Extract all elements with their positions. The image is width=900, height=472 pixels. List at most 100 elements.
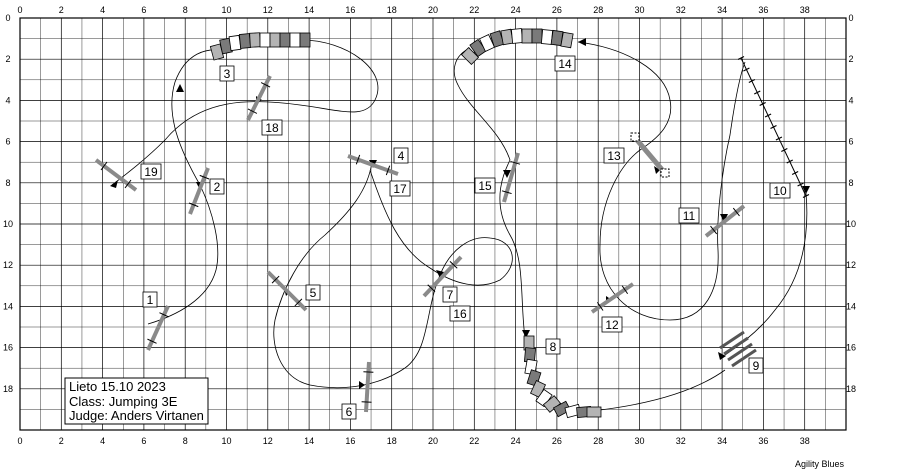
x-tick-bottom: 4 bbox=[100, 436, 105, 446]
tunnel-segment bbox=[540, 29, 554, 45]
weave-pole bbox=[802, 193, 810, 199]
x-tick-top: 24 bbox=[511, 5, 521, 15]
course-info-box: Lieto 15.10 2023 Class: Jumping 3E Judge… bbox=[64, 377, 209, 425]
weave-pole bbox=[759, 101, 766, 107]
weave-poles bbox=[737, 55, 810, 199]
x-tick-bottom: 10 bbox=[221, 436, 231, 446]
x-tick-top: 18 bbox=[387, 5, 397, 15]
y-tick-right: 18 bbox=[846, 384, 856, 394]
svg-text:12: 12 bbox=[605, 318, 619, 332]
x-tick-bottom: 2 bbox=[59, 436, 64, 446]
x-tick-top: 16 bbox=[345, 5, 355, 15]
tunnel-segment bbox=[238, 33, 252, 49]
x-tick-bottom: 38 bbox=[800, 436, 810, 446]
tunnel-segment bbox=[269, 32, 281, 48]
x-tick-bottom: 12 bbox=[263, 436, 273, 446]
jumps bbox=[94, 75, 746, 413]
tunnels bbox=[209, 28, 602, 419]
obstacle-number-8: 8 bbox=[545, 338, 561, 355]
x-tick-bottom: 36 bbox=[758, 436, 768, 446]
obstacle-number-12: 12 bbox=[601, 316, 623, 333]
weave-pole bbox=[797, 182, 804, 187]
x-tick-top: 10 bbox=[221, 5, 231, 15]
weave-pole bbox=[770, 124, 777, 130]
jump-bar bbox=[188, 167, 210, 215]
svg-text:13: 13 bbox=[607, 149, 621, 163]
tunnel-segment bbox=[510, 28, 524, 44]
x-tick-bottom: 18 bbox=[387, 436, 397, 446]
x-tick-top: 8 bbox=[183, 5, 188, 15]
x-tick-bottom: 6 bbox=[141, 436, 146, 446]
y-tick-left: 4 bbox=[5, 95, 10, 105]
jump-bar bbox=[422, 255, 463, 298]
tunnel-segment bbox=[299, 32, 311, 48]
y-tick-left: 8 bbox=[5, 178, 10, 188]
tunnel-segment bbox=[249, 32, 261, 48]
weave-pole bbox=[791, 170, 799, 176]
y-tick-left: 0 bbox=[5, 13, 10, 23]
svg-text:16: 16 bbox=[453, 307, 467, 321]
y-tick-right: 2 bbox=[848, 54, 853, 64]
x-tick-top: 34 bbox=[717, 5, 727, 15]
obstacle-number-11: 11 bbox=[678, 207, 700, 224]
weave-pole bbox=[786, 159, 794, 164]
obstacle-number-16: 16 bbox=[449, 305, 471, 322]
svg-text:18: 18 bbox=[265, 121, 279, 135]
obstacle-number-3: 3 bbox=[219, 65, 235, 82]
x-tick-bottom: 22 bbox=[469, 436, 479, 446]
svg-text:9: 9 bbox=[753, 359, 760, 373]
obstacle-number-14: 14 bbox=[554, 55, 576, 72]
x-tick-top: 0 bbox=[17, 5, 22, 15]
y-tick-right: 14 bbox=[846, 301, 856, 311]
y-tick-right: 16 bbox=[846, 343, 856, 353]
obstacle-number-13: 13 bbox=[603, 147, 625, 164]
x-tick-bottom: 20 bbox=[428, 436, 438, 446]
y-tick-right: 0 bbox=[848, 13, 853, 23]
svg-text:8: 8 bbox=[550, 340, 557, 354]
weave-pole bbox=[753, 90, 761, 95]
jump-bar bbox=[590, 282, 635, 314]
x-tick-bottom: 24 bbox=[511, 436, 521, 446]
tunnel-segment bbox=[289, 32, 301, 48]
tunnel-segment bbox=[460, 46, 480, 66]
brand-label: Agility Blues bbox=[795, 459, 845, 469]
jump-bar bbox=[347, 154, 399, 176]
obstacle-number-19: 19 bbox=[140, 163, 162, 180]
x-tick-top: 36 bbox=[758, 5, 768, 15]
x-tick-top: 4 bbox=[100, 5, 105, 15]
svg-text:2: 2 bbox=[214, 180, 221, 194]
svg-text:5: 5 bbox=[310, 286, 317, 300]
y-tick-right: 4 bbox=[848, 95, 853, 105]
y-tick-left: 10 bbox=[3, 219, 13, 229]
axis-ticks: 0022446688101012121414161618182020222224… bbox=[3, 5, 856, 446]
x-tick-top: 6 bbox=[141, 5, 146, 15]
svg-text:14: 14 bbox=[558, 57, 572, 71]
x-tick-top: 32 bbox=[676, 5, 686, 15]
info-class: Class: Jumping 3E bbox=[69, 394, 178, 409]
x-tick-bottom: 0 bbox=[17, 436, 22, 446]
y-tick-right: 10 bbox=[846, 219, 856, 229]
info-judge: Judge: Anders Virtanen bbox=[69, 408, 204, 423]
tunnel-segment bbox=[228, 34, 242, 52]
weave-pole bbox=[743, 67, 750, 72]
x-tick-top: 28 bbox=[593, 5, 603, 15]
tunnel-segment bbox=[586, 406, 602, 418]
weave-pole bbox=[764, 113, 772, 118]
obstacle-number-18: 18 bbox=[261, 119, 283, 136]
y-tick-left: 6 bbox=[5, 137, 10, 147]
svg-text:15: 15 bbox=[478, 179, 492, 193]
x-tick-top: 20 bbox=[428, 5, 438, 15]
jump-bar bbox=[246, 75, 272, 121]
x-tick-top: 26 bbox=[552, 5, 562, 15]
tire-obstacle bbox=[630, 132, 670, 178]
weave-pole bbox=[748, 78, 756, 84]
y-tick-left: 18 bbox=[3, 384, 13, 394]
svg-text:19: 19 bbox=[144, 165, 158, 179]
y-tick-right: 8 bbox=[848, 178, 853, 188]
x-tick-bottom: 34 bbox=[717, 436, 727, 446]
weave-pole bbox=[781, 147, 788, 153]
x-tick-top: 38 bbox=[800, 5, 810, 15]
svg-text:10: 10 bbox=[773, 184, 787, 198]
svg-text:4: 4 bbox=[398, 149, 405, 163]
